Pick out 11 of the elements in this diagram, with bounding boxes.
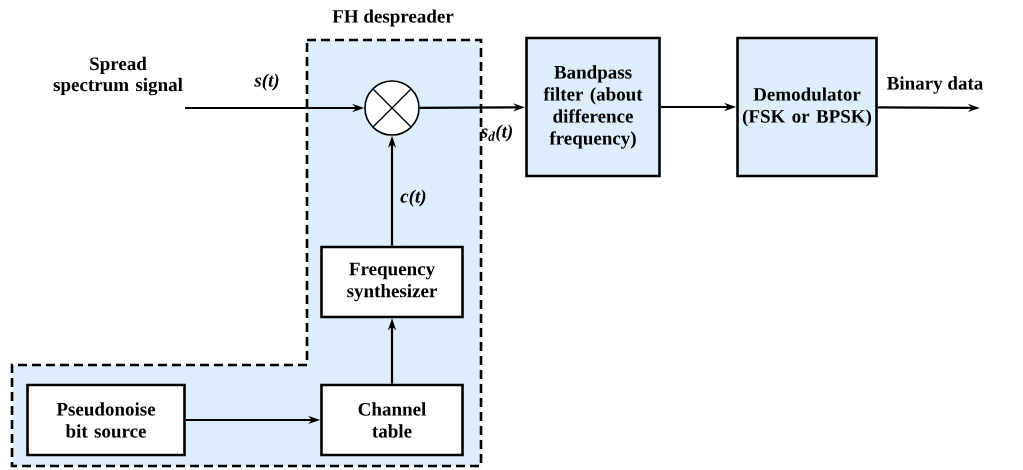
edge-label: Binary data [887, 76, 983, 94]
edge-label: c(t) [400, 189, 426, 207]
input-label: Spread spectrum signal [53, 56, 183, 96]
node-label: FH despreader [332, 9, 454, 27]
edge-label: s(t) [254, 73, 279, 91]
block-box: Bandpass filter (about difference frequency) [525, 36, 661, 178]
block-box: Frequency synthesizer [320, 245, 464, 319]
block-box: Demodulator (FSK or BPSK) [736, 36, 878, 178]
block-box: Channel table [320, 383, 464, 457]
block-box: Pseudonoise bit source [26, 383, 186, 457]
multiplier-circle [364, 80, 420, 136]
